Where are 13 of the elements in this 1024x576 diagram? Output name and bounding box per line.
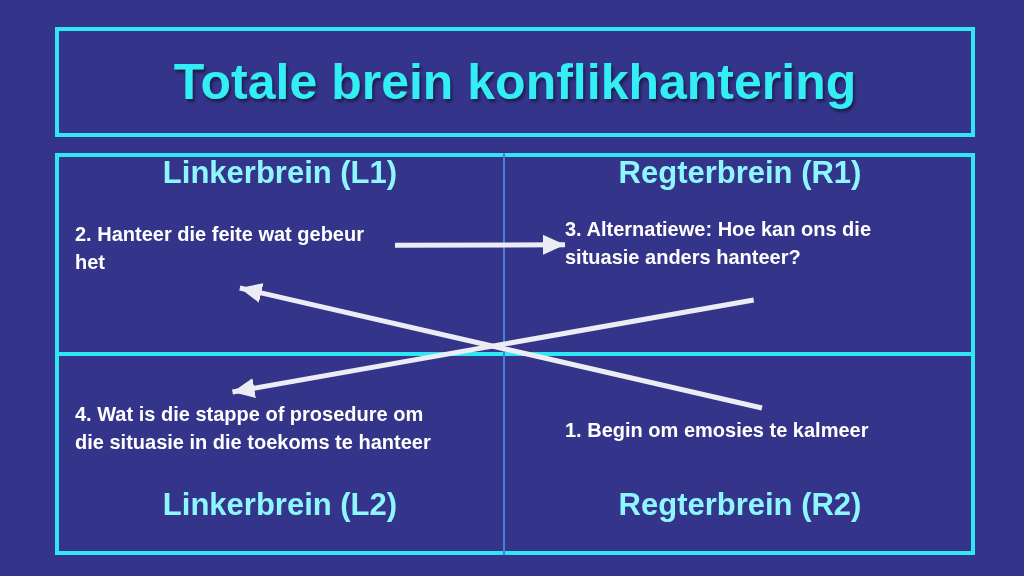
arrow [395,234,565,255]
step-text: 1. Begin om emosies te kalmeer [565,419,869,441]
frame-box [55,153,975,555]
arrow [232,297,755,398]
step-text: 3. Alternatiewe: Hoe kan ons die situasie anders hanteer? [565,218,871,268]
arrow [239,283,763,411]
quadrant-heading: Linkerbrein (L2) [161,487,399,523]
quadrant-heading: Regterbrein (R1) [617,155,863,191]
step-text: 4. Wat is die stappe of prosedure om die situasie in die toekoms te hanteer [75,403,431,453]
quadrant-heading: Linkerbrein (L1) [161,155,399,191]
title: Totale brein konflikhantering [55,27,975,137]
step-text: 2. Hanteer die feite wat gebeur het [75,223,364,273]
quadrant-heading: Regterbrein (R2) [617,487,863,523]
